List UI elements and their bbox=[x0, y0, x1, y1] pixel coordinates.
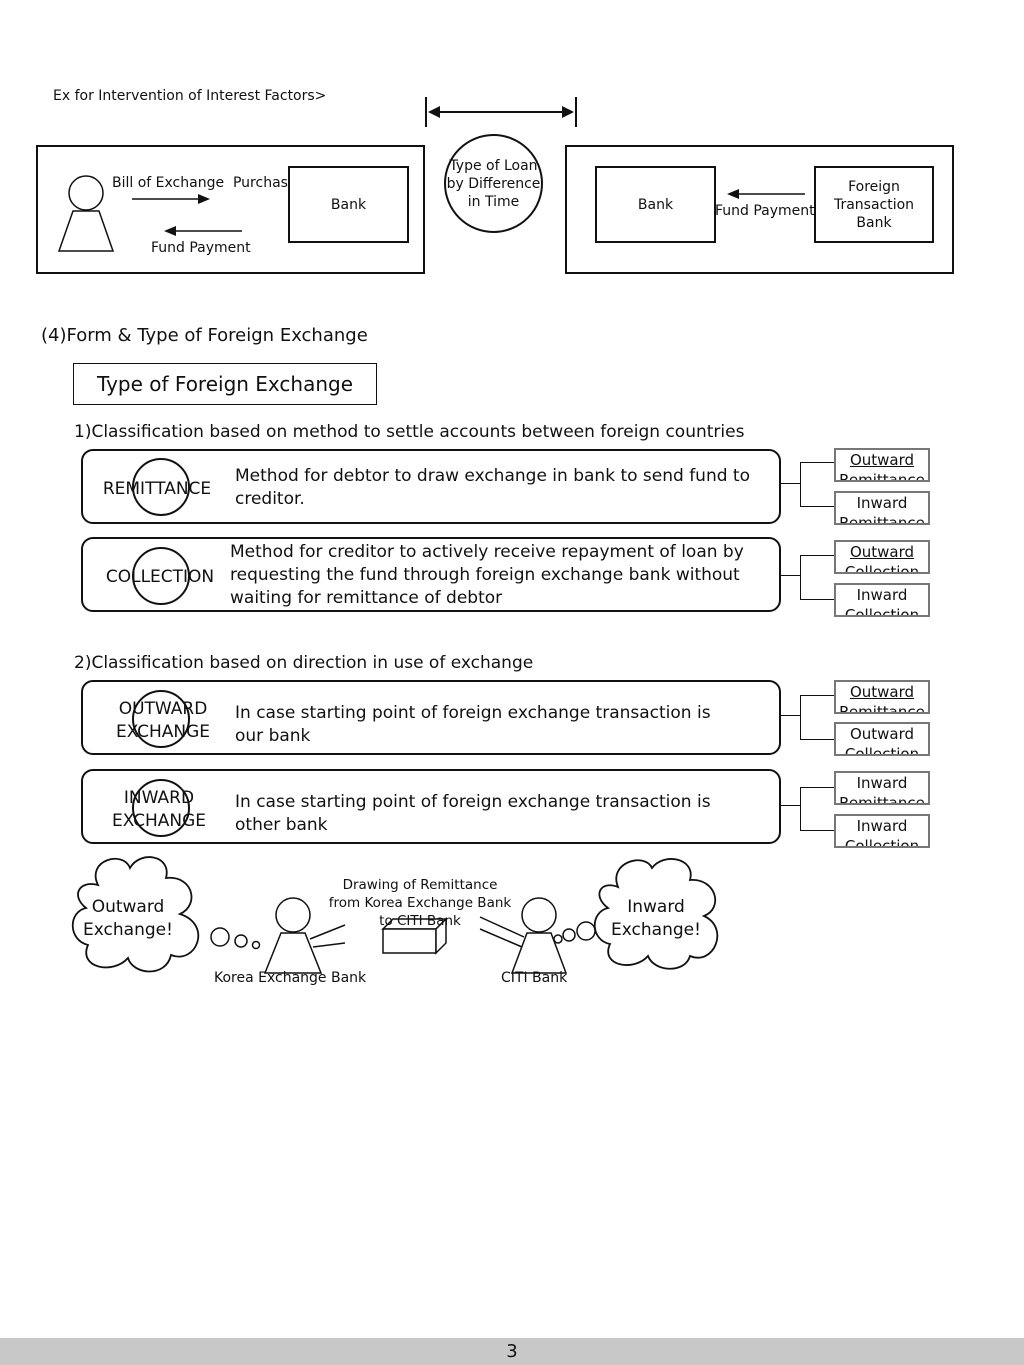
classification1-heading: 1)Classification based on method to sett… bbox=[74, 422, 745, 442]
type-box-title: Type of Foreign Exchange bbox=[96, 372, 354, 396]
remittance-label: REMITTANCE bbox=[102, 479, 212, 499]
remittance-row bbox=[81, 449, 781, 524]
section-title: (4)Form & Type of Foreign Exchange bbox=[41, 325, 368, 346]
time-span-arrow bbox=[425, 97, 577, 127]
collection-description: Method for creditor to actively receive … bbox=[230, 542, 744, 608]
left-arrow-icon bbox=[727, 189, 805, 199]
outward-exchange-label: OUTWARD EXCHANGE bbox=[115, 699, 211, 742]
collection-circle bbox=[132, 547, 190, 605]
outward-exchange-cloud-text: Outward Exchange! bbox=[83, 897, 173, 940]
person-icon bbox=[57, 175, 115, 252]
type-of-foreign-exchange-box: Type of Foreign Exchange bbox=[73, 363, 377, 405]
inward-exchange-description: In case starting point of foreign exchan… bbox=[235, 792, 711, 835]
circle-line-1: Type of Loan bbox=[449, 157, 538, 174]
foreign-bank-line-1: Foreign bbox=[848, 178, 900, 195]
inward-exchange-cloud-text: Inward Exchange! bbox=[611, 897, 701, 940]
circle-line-2: by Difference bbox=[446, 175, 541, 192]
thought-cloud-right-icon bbox=[593, 858, 719, 970]
inward-exchange-circle bbox=[132, 779, 190, 837]
foreign-bank-line-2: Transaction bbox=[833, 196, 915, 213]
right-arrow-icon bbox=[132, 194, 210, 204]
top-caption: Ex for Intervention of Interest Factors> bbox=[53, 88, 327, 104]
right-bank-label: Bank bbox=[637, 196, 674, 213]
citi-bank-label: CITI Bank bbox=[501, 970, 568, 986]
page-number: 3 bbox=[506, 1341, 518, 1362]
collection-row bbox=[81, 537, 781, 612]
foreign-transaction-bank-box: Foreign Transaction Bank bbox=[814, 166, 934, 243]
drawing-of-remittance-text: Drawing of Remittance from Korea Exchang… bbox=[328, 877, 512, 929]
right-fund-payment-label: Fund Payment bbox=[715, 203, 815, 219]
right-bank-box: Bank bbox=[595, 166, 716, 243]
type-of-loan-circle: Type of Loan by Difference in Time bbox=[444, 134, 543, 233]
fund-payment-label: Fund Payment bbox=[151, 240, 251, 256]
inward-exchange-row bbox=[81, 769, 781, 844]
thought-bubbles-right-icon bbox=[553, 921, 596, 944]
outward-exchange-description: In case starting point of foreign exchan… bbox=[235, 703, 711, 746]
foreign-bank-line-3: Bank bbox=[856, 214, 892, 231]
page-footer: 3 bbox=[0, 1338, 1024, 1365]
remittance-circle bbox=[132, 458, 190, 516]
inward-exchange-label: INWARD EXCHANGE bbox=[111, 788, 207, 831]
outward-exchange-row bbox=[81, 680, 781, 755]
circle-line-3: in Time bbox=[467, 193, 520, 210]
envelope-icon bbox=[381, 917, 448, 955]
korea-exchange-bank-label: Korea Exchange Bank bbox=[214, 970, 367, 986]
left-arrow-icon bbox=[164, 226, 242, 236]
korea-bank-person-icon bbox=[263, 897, 346, 974]
collection-label: COLLECTION bbox=[105, 567, 215, 587]
classification2-heading: 2)Classification based on direction in u… bbox=[74, 653, 534, 673]
left-bank-label: Bank bbox=[330, 196, 367, 213]
outward-exchange-circle bbox=[132, 690, 190, 748]
thought-cloud-left-icon bbox=[71, 856, 200, 973]
citi-bank-person-icon bbox=[479, 897, 568, 974]
left-bank-box: Bank bbox=[288, 166, 409, 243]
bill-of-exchange-label: Bill of Exchange Purchase bbox=[112, 175, 297, 191]
thought-bubbles-left-icon bbox=[210, 927, 261, 950]
remittance-description: Method for debtor to draw exchange in ba… bbox=[235, 466, 750, 509]
